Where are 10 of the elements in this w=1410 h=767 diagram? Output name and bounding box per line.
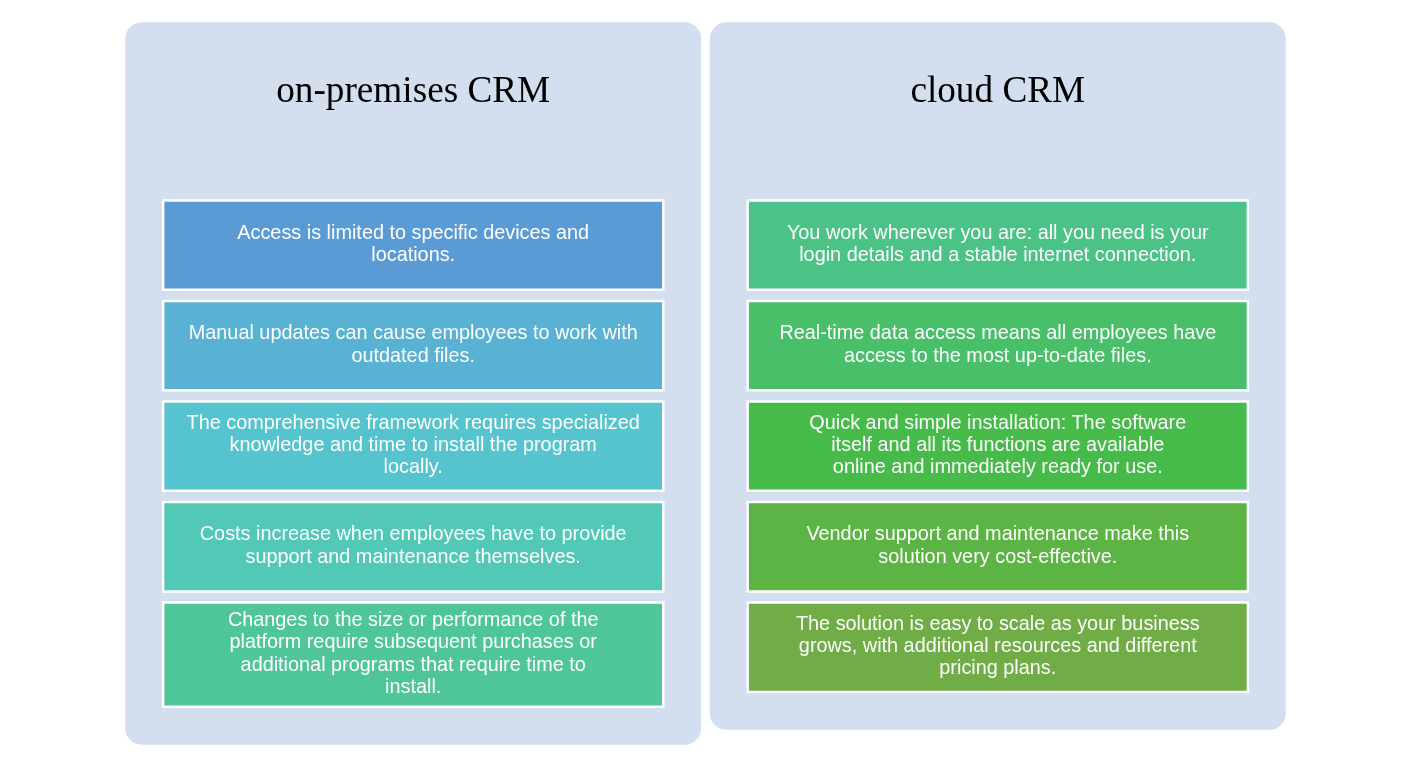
node-box: Manual updates can cause employees to work with outdated files. — [161, 299, 665, 392]
node-box: The solution is easy to scale as your business grows, with additional resources and different pricing plans. — [745, 601, 1249, 694]
node-box: Vendor support and maintenance make this solution very cost-effective. — [745, 500, 1249, 593]
node-box: Real-time data access means all employees have access to the most up-to-date files. — [745, 299, 1249, 392]
node-box: Changes to the size or performance of the platform require subsequent purchases or additional programs that require time to install. — [161, 601, 665, 709]
node-box: Costs increase when employees have to provide support and maintenance themselves. — [161, 500, 665, 593]
node-box: You work wherever you are: all you need is your login details and a stable internet connection. — [745, 199, 1249, 292]
node-box: The comprehensive framework requires specialized knowledge and time to install the program locally. — [161, 400, 665, 493]
node-box: Quick and simple installation: The software itself and all its functions are available online and immediately ready for use. — [745, 400, 1249, 493]
node-box: Access is limited to specific devices and locations. — [161, 199, 665, 292]
